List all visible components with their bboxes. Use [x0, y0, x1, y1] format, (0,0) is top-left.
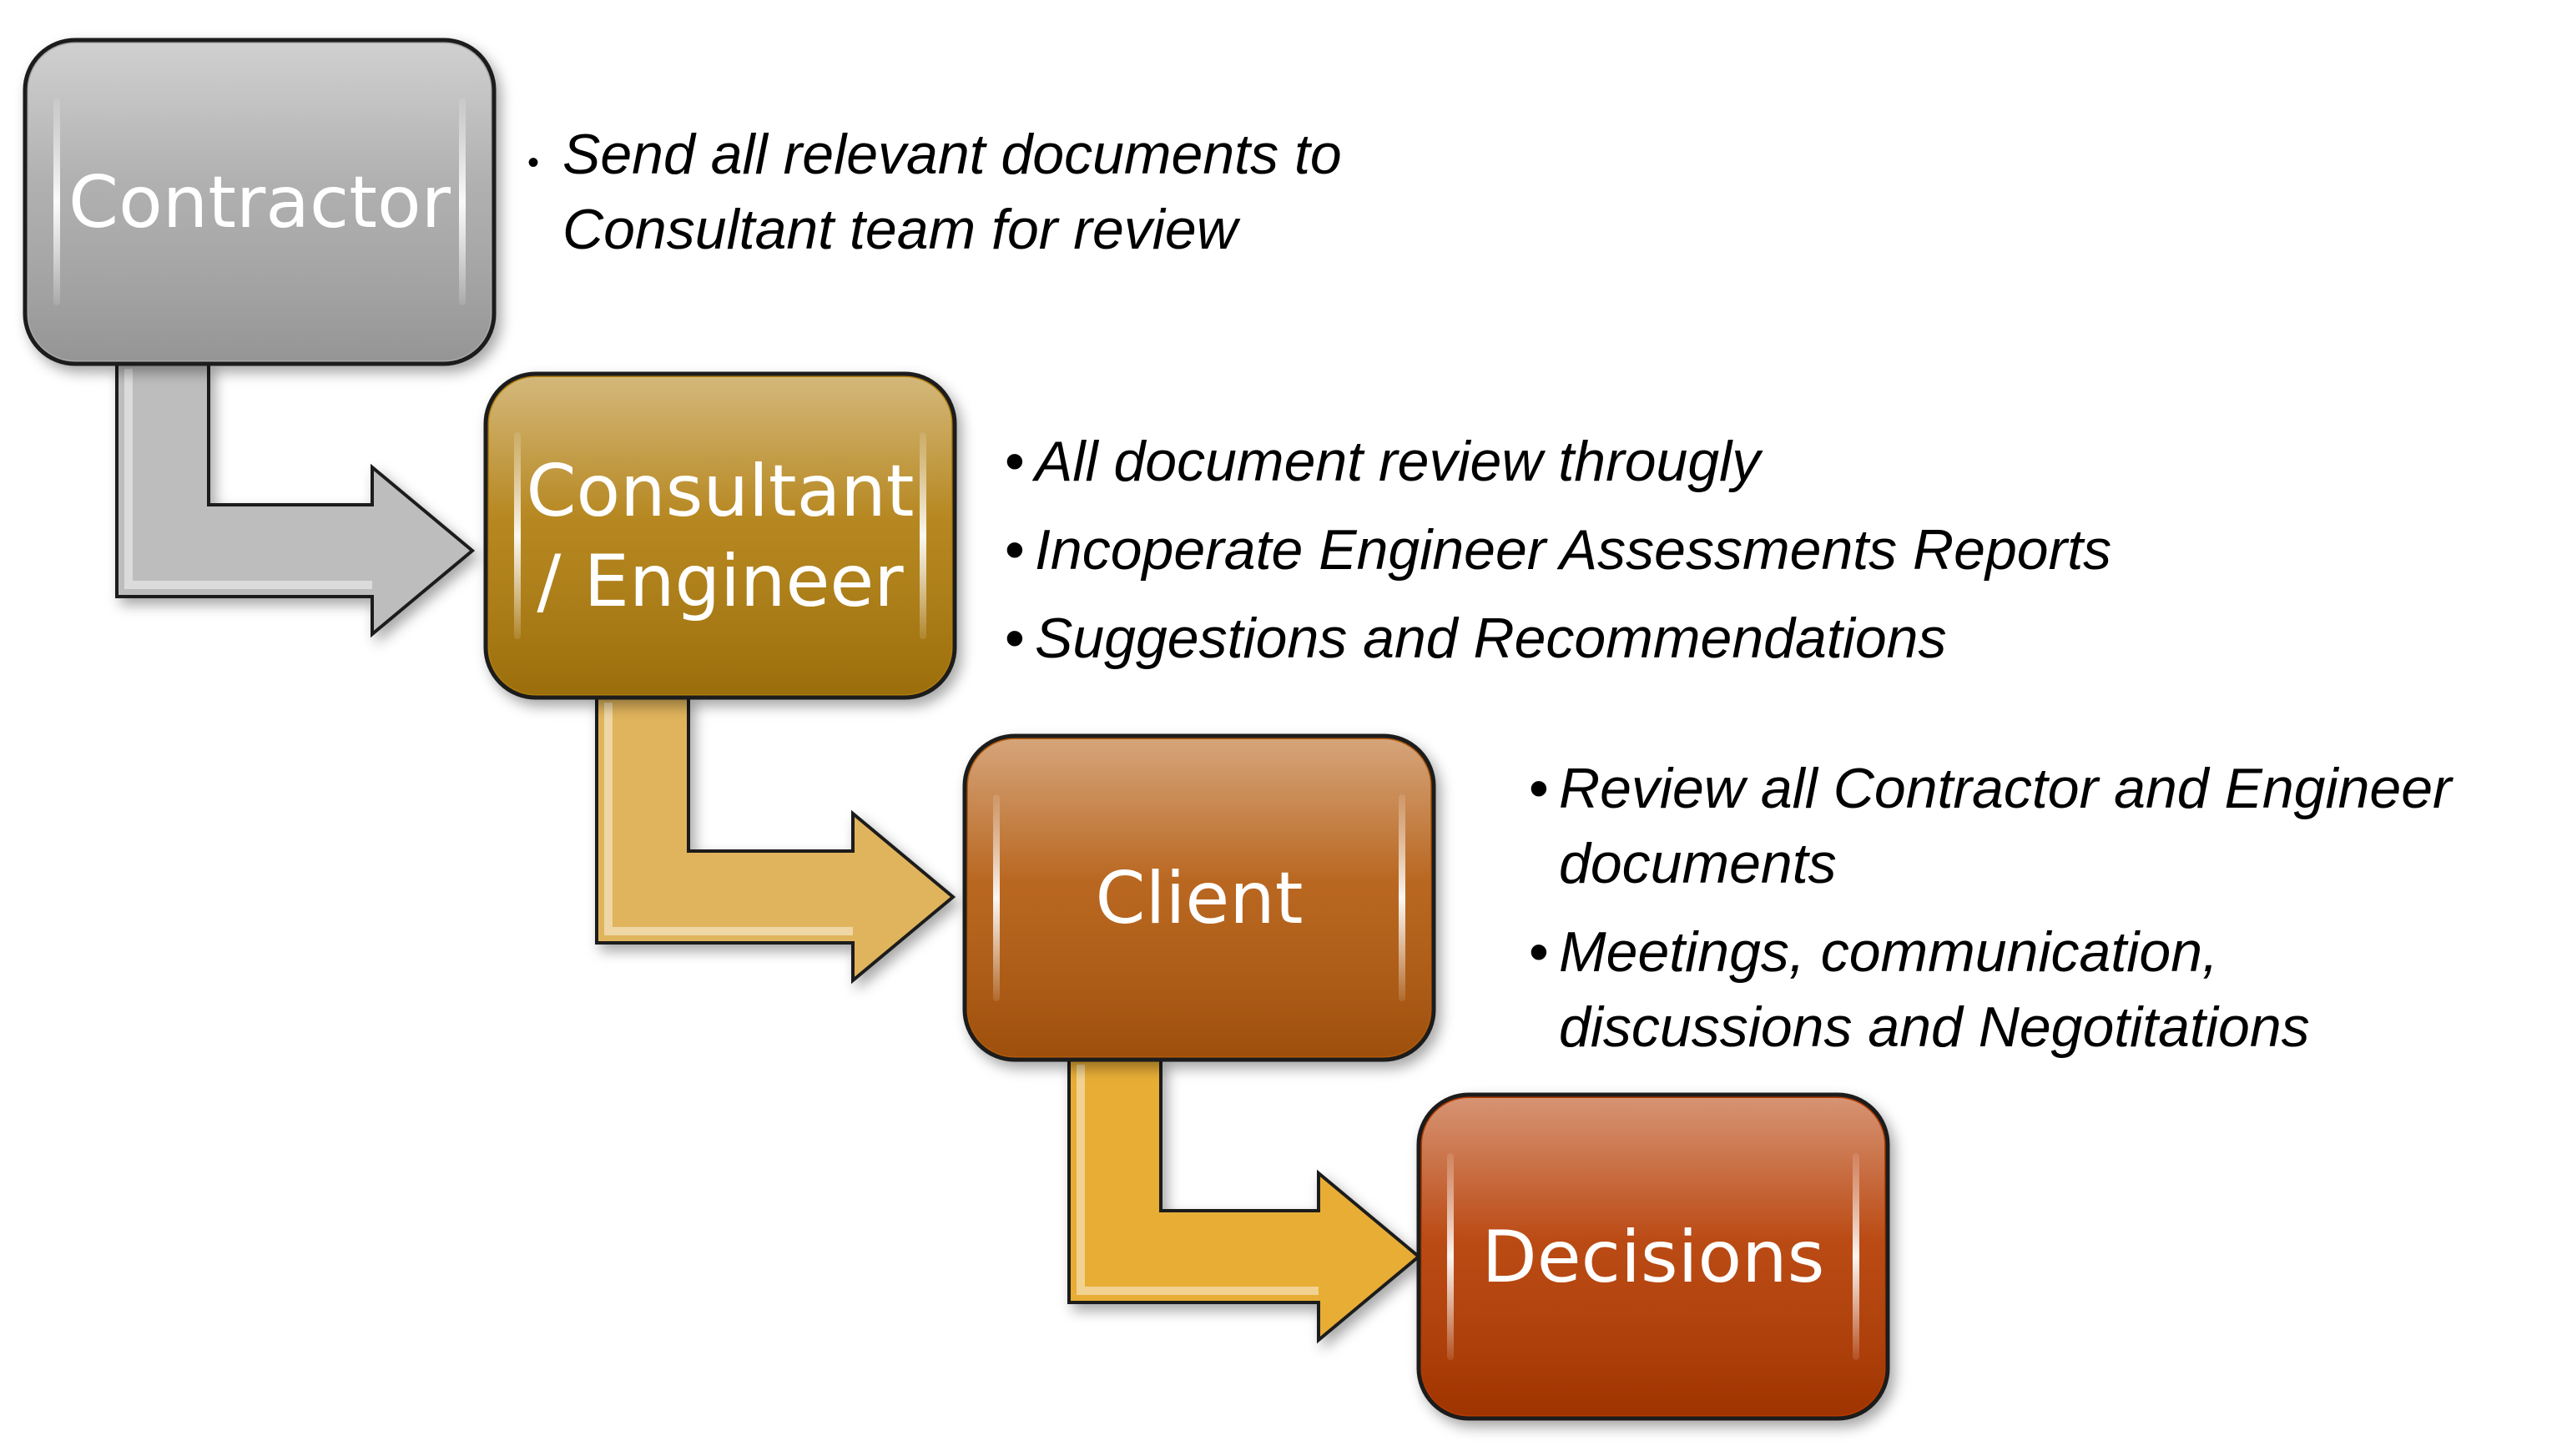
note-text-line: Suggestions and Recommendations	[1035, 607, 1947, 670]
step-box-gloss	[1422, 1098, 1884, 1415]
step-box-shine	[514, 432, 521, 639]
flow-arrow-3	[1067, 1058, 1422, 1344]
step-label: Contractor	[68, 161, 451, 244]
note-item: •Meetings, communication, discussions and…	[1529, 914, 2564, 1065]
flow-arrow-highlight	[604, 703, 853, 935]
note-text-line: Meetings, communication,	[1559, 920, 2218, 984]
step-box-gloss	[968, 739, 1430, 1056]
note-text-line: Review all Contractor and Engineer	[1559, 757, 2452, 820]
step-label: Decisions	[1482, 1216, 1825, 1299]
bullet-icon: •	[1005, 430, 1025, 493]
step-label: Consultant	[526, 450, 914, 533]
step-box-3: Client	[962, 733, 1436, 1062]
note-item: •Suggestions and Recommendations	[1005, 601, 2257, 676]
step-box-shine	[920, 432, 926, 639]
note-item: • Send all relevant documents to Consultan…	[527, 117, 1779, 267]
step-label: Client	[1096, 857, 1304, 940]
step-notes-2: •All document review througly•Incoperate…	[1005, 424, 2257, 676]
note-text-line: Send all relevant documents to	[562, 123, 1342, 186]
bullet-icon: •	[1005, 518, 1025, 582]
step-label: / Engineer	[537, 540, 904, 623]
bullet-icon: •	[1005, 607, 1025, 670]
step-box-shine	[53, 98, 60, 305]
bullet-icon: •	[1529, 757, 1549, 820]
bullet-icon: •	[527, 144, 540, 181]
step-box-shine	[459, 98, 466, 305]
step-box-gloss	[489, 377, 951, 694]
step-box-1: Contractor	[23, 38, 497, 366]
note-item: •Review all Contractor and Engineer docum…	[1529, 751, 2564, 901]
flow-arrow-2	[595, 696, 956, 985]
step-notes-1: • Send all relevant documents to Consultan…	[527, 117, 1779, 267]
flow-arrow-highlight	[1077, 1065, 1319, 1295]
step-box-shine	[1853, 1153, 1859, 1360]
step-box-4: Decisions	[1416, 1092, 1890, 1421]
arrows-layer	[115, 362, 1422, 1344]
step-box-shine	[993, 794, 1000, 1001]
step-box-gloss	[28, 43, 491, 360]
step-box-shine	[1399, 794, 1405, 1001]
flow-arrow-1	[115, 362, 476, 638]
note-text-line: Incoperate Engineer Assessments Reports	[1035, 518, 2112, 582]
step-box-shine	[1447, 1153, 1454, 1360]
note-text-line: documents	[1559, 832, 1837, 895]
note-text-line: discussions and Negotitations	[1559, 995, 2310, 1059]
bullet-icon: •	[1529, 920, 1549, 984]
flow-arrow-highlight	[124, 369, 372, 589]
note-text-line: All document review througly	[1035, 430, 1761, 493]
note-text-line: Consultant team for review	[562, 198, 1238, 261]
step-box-2: Consultant/ Engineer	[483, 371, 957, 700]
note-item: •All document review througly	[1005, 424, 2257, 499]
note-item: •Incoperate Engineer Assessments Reports	[1005, 512, 2257, 587]
